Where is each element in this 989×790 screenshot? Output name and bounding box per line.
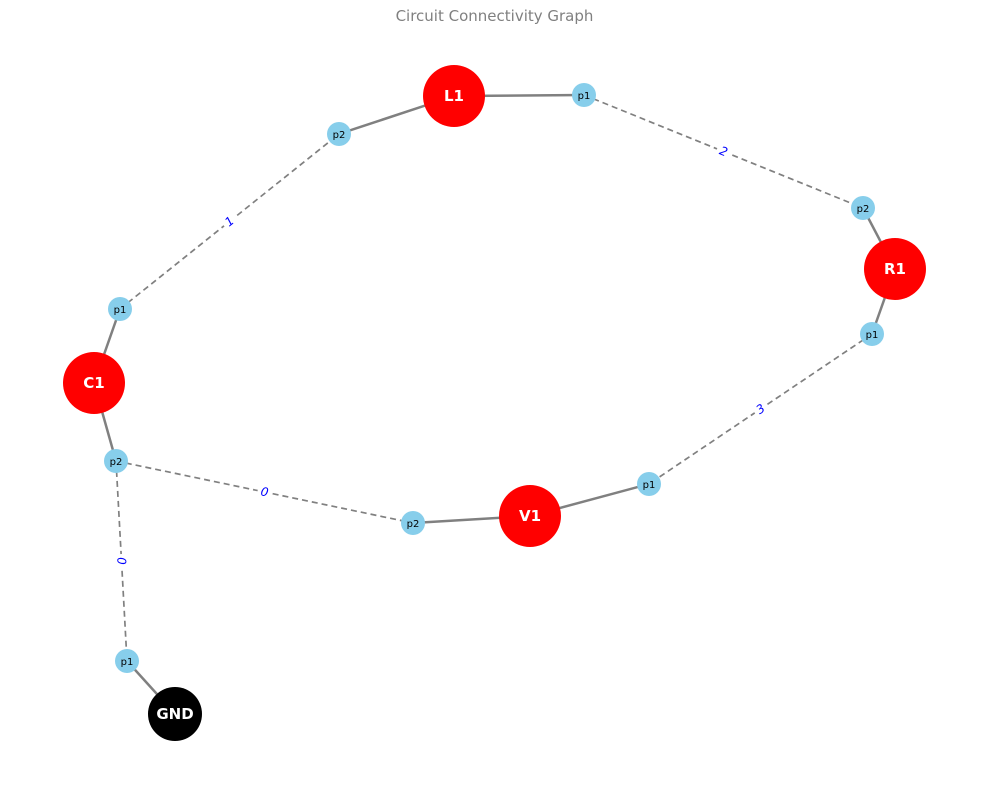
component-label: R1 — [884, 260, 906, 278]
pin-node[interactable]: p2 — [327, 122, 351, 146]
pin-label: p1 — [114, 305, 127, 316]
pin-node[interactable]: p2 — [851, 196, 875, 220]
pin-node[interactable]: p1 — [637, 472, 661, 496]
pin-label: p1 — [643, 480, 656, 491]
component-label: V1 — [519, 507, 541, 525]
pin-label: p2 — [857, 204, 870, 215]
component-node-v1[interactable]: V1 — [499, 485, 561, 547]
component-node-c1[interactable]: C1 — [63, 352, 125, 414]
component-label: L1 — [444, 87, 464, 105]
pin-label: p1 — [121, 657, 134, 668]
pin-node[interactable]: p2 — [401, 511, 425, 535]
pin-node[interactable]: p1 — [572, 83, 596, 107]
pin-node[interactable]: p2 — [104, 449, 128, 473]
pin-label: p2 — [407, 519, 420, 530]
component-label: GND — [156, 705, 193, 723]
net-label: 0 — [114, 557, 128, 566]
net-label: 0 — [259, 484, 270, 499]
pin-label: p1 — [578, 91, 591, 102]
pin-node[interactable]: p1 — [860, 322, 884, 346]
component-node-l1[interactable]: L1 — [423, 65, 485, 127]
diagram-title: Circuit Connectivity Graph — [395, 7, 594, 25]
pin-label: p2 — [110, 457, 123, 468]
pin-label: p2 — [333, 130, 346, 141]
pin-node[interactable]: p1 — [115, 649, 139, 673]
pin-node[interactable]: p1 — [108, 297, 132, 321]
component-node-r1[interactable]: R1 — [864, 238, 926, 300]
component-label: C1 — [83, 374, 104, 392]
component-node-gnd[interactable]: GND — [148, 687, 202, 741]
pin-label: p1 — [866, 330, 879, 341]
